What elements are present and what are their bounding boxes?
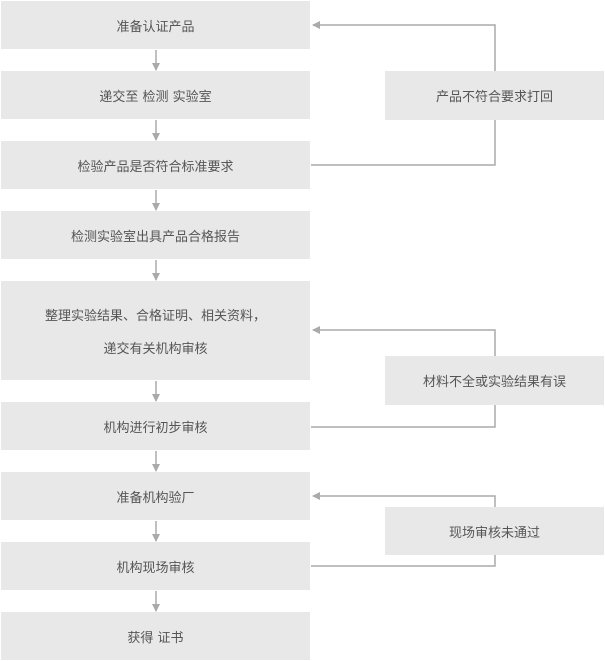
feedback-audit-failed: 现场审核未通过 (385, 507, 604, 555)
step-label: 检验产品是否符合标准要求 (77, 159, 234, 175)
step-submit-to-lab: 递交至 检测 实验室 (1, 71, 310, 119)
feedback-label: 产品不符合要求打回 (435, 90, 553, 105)
step-prepare-product: 准备认证产品 (1, 1, 310, 49)
step-label-line1: 整理实验结果、合格证明、相关资料， (44, 308, 266, 324)
step-onsite-audit: 机构现场审核 (1, 542, 310, 590)
step-label: 获得 证书 (127, 630, 184, 646)
step-label: 检测实验室出具产品合格报告 (70, 229, 240, 245)
step-check-standard: 检验产品是否符合标准要求 (1, 141, 310, 189)
step-label: 机构进行初步审核 (103, 420, 208, 436)
step-initial-review: 机构进行初步审核 (1, 402, 310, 450)
step-label-line2: 递交有关机构审核 (103, 341, 208, 357)
step-prepare-factory-audit: 准备机构验厂 (1, 472, 310, 520)
step-get-certificate: 获得 证书 (1, 612, 310, 660)
feedback-materials-incomplete: 材料不全或实验结果有误 (385, 356, 604, 405)
step-lab-report: 检测实验室出具产品合格报告 (1, 211, 310, 259)
step-label: 准备机构验厂 (116, 490, 195, 506)
step-label: 准备认证产品 (116, 19, 195, 35)
step-label: 机构现场审核 (116, 560, 195, 576)
step-submit-documents: 整理实验结果、合格证明、相关资料， 递交有关机构审核 (1, 281, 310, 380)
step-label: 递交至 检测 实验室 (99, 89, 212, 105)
feedback-product-rejected: 产品不符合要求打回 (385, 71, 604, 120)
feedback-label: 材料不全或实验结果有误 (422, 375, 566, 390)
feedback-label: 现场审核未通过 (448, 525, 540, 541)
